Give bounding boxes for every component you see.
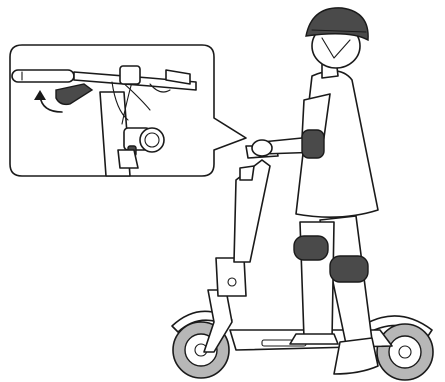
rider (252, 8, 378, 374)
knee-pad-front (294, 236, 328, 260)
rider-shoe-front (290, 334, 338, 344)
stem-clamp (120, 66, 140, 84)
handlebar-grip-left (12, 70, 74, 82)
rider-shoe-back (334, 338, 378, 374)
rear-wheel (377, 324, 433, 380)
folding-joint (216, 258, 246, 296)
knee-pad-back (330, 256, 368, 282)
callout-detail (10, 45, 246, 176)
elbow-pad (302, 130, 324, 158)
rider-hand (252, 140, 272, 156)
